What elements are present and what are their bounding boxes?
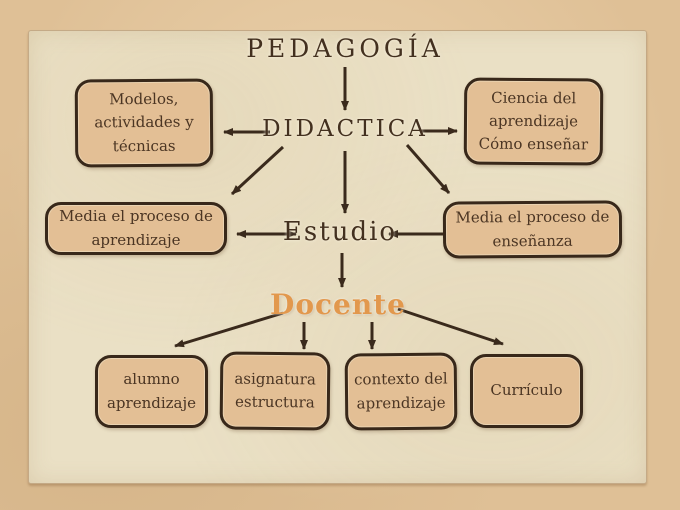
arrow-docente-alumno bbox=[174, 311, 284, 348]
node-estudio: Estudio bbox=[282, 217, 398, 247]
box-media-ensenanza: Media el proceso de enseñanza bbox=[442, 200, 623, 259]
node-docente: Docente bbox=[270, 288, 406, 321]
box-curriculo: Currículo bbox=[470, 354, 583, 428]
box-asignatura: asignatura estructura bbox=[219, 351, 331, 431]
arrow-didactica-media-aprendizaje bbox=[230, 145, 285, 196]
box-modelos: Modelos, actividades y técnicas bbox=[74, 78, 214, 168]
node-didactica: DIDACTICA bbox=[262, 116, 428, 142]
box-text-line: Modelos, bbox=[109, 89, 179, 109]
box-text-line: aprendizaje bbox=[106, 393, 197, 412]
box-alumno: alumno aprendizaje bbox=[95, 355, 208, 428]
box-text-line: Currículo bbox=[490, 381, 563, 400]
box-text-line: Media el proceso de bbox=[455, 207, 610, 227]
box-text-line: estructura bbox=[234, 392, 315, 412]
box-text-line: Cómo enseñar bbox=[478, 134, 589, 154]
box-text-line: alumno bbox=[123, 370, 180, 389]
box-ciencia: Ciencia del aprendizaje Cómo enseñar bbox=[463, 77, 604, 166]
box-text-line: contexto del bbox=[353, 369, 448, 389]
box-text-line: aprendizaje bbox=[488, 111, 579, 131]
box-text-line: técnicas bbox=[112, 136, 176, 155]
box-text-line: aprendizaje bbox=[91, 230, 181, 249]
box-text-line: asignatura bbox=[234, 369, 316, 389]
box-text-line: Media el proceso de bbox=[59, 207, 213, 226]
box-contexto: contexto del aprendizaje bbox=[344, 352, 458, 431]
box-media-aprendizaje: Media el proceso de aprendizaje bbox=[45, 202, 227, 255]
arrow-didactica-media-ensenanza bbox=[405, 144, 451, 194]
box-text-line: aprendizaje bbox=[356, 393, 446, 412]
box-text-line: Ciencia del bbox=[491, 88, 577, 107]
arrow-docente-curriculo bbox=[397, 307, 504, 346]
box-text-line: enseñanza bbox=[492, 231, 573, 250]
box-text-line: actividades y bbox=[94, 113, 194, 132]
page-title: PEDAGOGÍA bbox=[246, 34, 444, 63]
